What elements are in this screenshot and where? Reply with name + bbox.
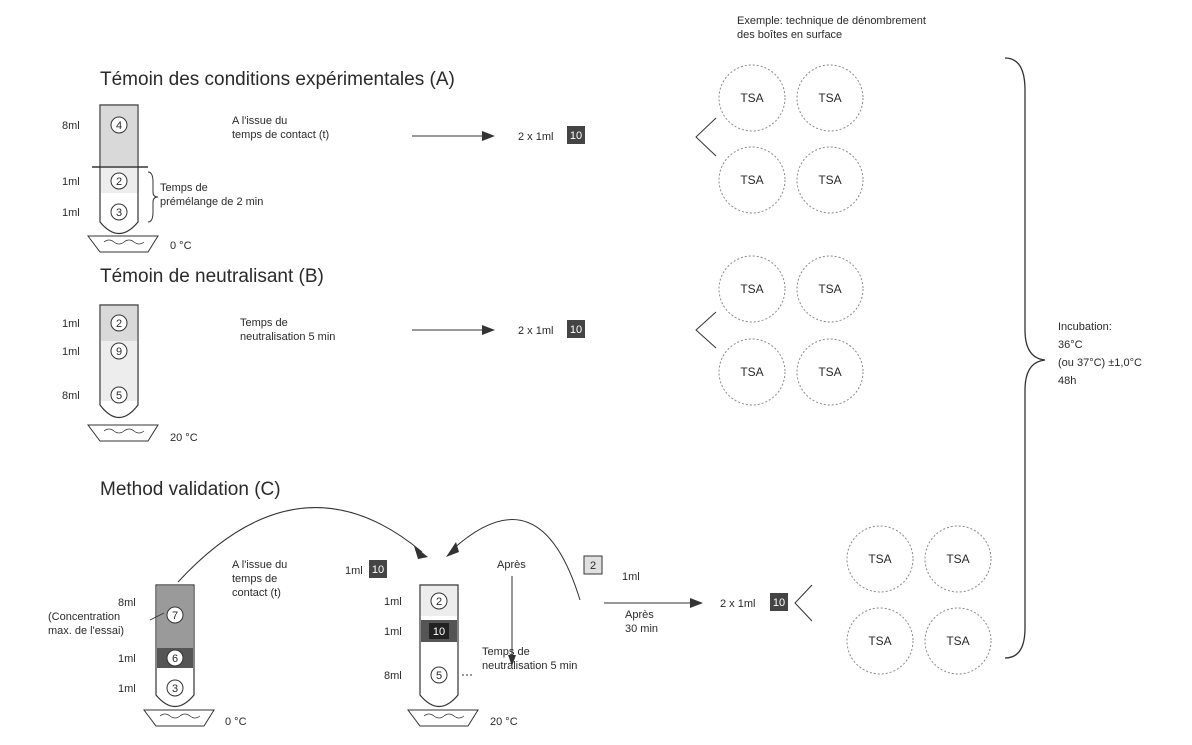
box-c [770,593,788,611]
tube-c1-num-3: 3 [172,683,178,695]
box-add2 [583,555,603,575]
tube-c2-vol-2: 1ml [384,626,402,638]
box-add-num: 10 [372,564,384,576]
tube-c1-vol-3: 1ml [118,683,136,695]
tube-c1-num-1: 7 [172,610,178,622]
transfer-a: 2 x 1ml [518,131,553,143]
plate-c1-label: TSA [868,552,891,566]
temp-c2: 20 °C [490,716,518,728]
plate-b3-label: TSA [740,365,763,379]
example-note-line2: des boîtes en surface [737,29,842,41]
plate-c4-label: TSA [946,634,969,648]
concentration-line1: (Concentration [48,611,120,623]
ice-bath-c [143,709,215,727]
plate-a4-label: TSA [818,173,841,187]
concentration-line2: max. de l'essai) [48,625,124,637]
tube-b-num-1: 2 [116,318,122,330]
box-add [369,560,387,578]
box-add2-num: 2 [590,560,596,572]
plates-b [718,255,864,406]
tube-b [99,304,139,419]
split-a [695,117,717,157]
plates-c [846,525,992,675]
transfer-c: 2 x 1ml [720,598,755,610]
step-c1-line3: contact (t) [232,587,281,599]
plate-a3-label: TSA [740,173,763,187]
water-bath-b [87,424,159,442]
section-b-title: Témoin de neutralisant (B) [100,266,324,287]
tube-b-num-3: 5 [116,390,122,402]
tube-c1 [155,584,195,708]
box-a-num: 10 [570,130,582,142]
add2-vol: 1ml [622,571,640,583]
premix-line1: Temps de [160,182,208,194]
box-b [567,320,585,338]
tube-a-vol-1: 8ml [62,120,80,132]
tube-b-vol-3: 8ml [62,390,80,402]
tube-b-vol-2: 1ml [62,346,80,358]
section-c-title: Method validation (C) [100,479,281,500]
tube-a-vol-2: 1ml [62,176,80,188]
neutralisation-c-line2: neutralisation 5 min [482,660,577,672]
tube-c2-vol-1: 1ml [384,596,402,608]
tube-a-vol-3: 1ml [62,207,80,219]
apres30-line1: Après [625,609,654,621]
tube-a-num-3: 3 [116,207,122,219]
water-bath-c [407,709,479,727]
incubation-line1: Incubation: [1058,321,1112,333]
step-c1-line2: temps de [232,573,277,585]
premix-line2: prémélange de 2 min [160,196,263,208]
incubation-brace [1004,57,1046,659]
step-b-line2: neutralisation 5 min [240,331,335,343]
tube-b-vol-1: 1ml [62,318,80,330]
step-c1-line1: A l'issue du [232,559,287,571]
tube-c2 [419,584,459,708]
incubation-line2: 36°C [1058,339,1083,351]
temp-b: 20 °C [170,432,198,444]
tube-c2-num-1: 2 [436,596,442,608]
plate-b2-label: TSA [818,282,841,296]
tube-c1-num-2: 6 [172,653,178,665]
tube-a [92,104,148,235]
tube-c1-vol-2: 1ml [118,653,136,665]
plate-c2-label: TSA [946,552,969,566]
plate-a2-label: TSA [818,91,841,105]
tube-c2-vol-3: 8ml [384,670,402,682]
plate-a1-label: TSA [740,91,763,105]
example-note-line1: Exemple: technique de dénombrement [737,15,926,27]
ice-bath-a [87,235,159,253]
split-c [794,584,813,622]
plate-b4-label: TSA [818,365,841,379]
transfer-b: 2 x 1ml [518,325,553,337]
tube-b-num-2: 9 [116,346,122,358]
step-b-line1: Temps de [240,317,288,329]
box-a [567,126,585,144]
plate-c3-label: TSA [868,634,891,648]
split-b [695,311,717,349]
plates-a [718,64,864,214]
apres30-line2: 30 min [625,623,658,635]
incubation-line4: 48h [1058,375,1076,387]
tube-c1-vol-1: 8ml [118,597,136,609]
box-c-num: 10 [773,597,785,609]
add-vol: 1ml [345,565,363,577]
section-a-title: Témoin des conditions expérimentales (A) [100,69,455,90]
tube-c2-num-3: 5 [436,670,442,682]
neutralisation-c-line1: Temps de [482,646,530,658]
tube-a-num-2: 2 [116,176,122,188]
step-a-line2: temps de contact (t) [232,129,329,141]
box-b-num: 10 [570,324,582,336]
curve-c1-to-c2 [177,507,423,583]
plate-b1-label: TSA [740,282,763,296]
incubation-line3: (ou 37°C) ±1,0°C [1058,357,1142,369]
step-a-line1: A l'issue du [232,115,287,127]
apres-label: Après [497,559,526,571]
premix-brace [147,171,159,223]
temp-c1: 0 °C [225,716,247,728]
tube-a-num-1: 4 [116,120,122,132]
temp-a: 0 °C [170,240,192,252]
curve-2-to-c2 [451,519,581,601]
tube-c2-num-2: 10 [433,626,445,638]
